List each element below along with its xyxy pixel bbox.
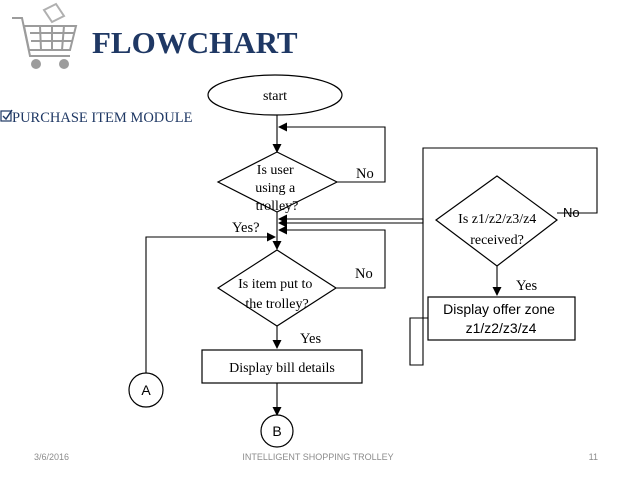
process-offer-line1: Display offer zone [443,301,555,317]
label-no-trolley: No [356,166,374,182]
decision-zone [434,175,559,267]
connector-b-label: B [272,423,281,439]
start-label: start [263,89,287,104]
label-yes-item: Yes [300,331,321,347]
checkbox-bullet-icon [0,109,13,122]
connector-a-label: A [141,382,151,398]
decision-item [216,249,338,327]
edge-trolley-no-loop [278,122,386,183]
footer-date: 3/6/2016 [34,452,69,462]
decision-item-text: Is item put to the trolley? [238,277,316,312]
label-no-zone: No [563,205,580,220]
decision-zone-line2: received? [470,233,524,248]
decision-item-line2: the trolley? [245,297,308,312]
edge-zone-no-loop [278,147,598,228]
label-no-item: No [355,266,373,282]
decision-trolley-text: Is user using a trolley? [255,163,299,214]
process-bill-label: Display bill details [229,361,335,376]
decision-trolley-line2: using a [255,181,296,196]
edge-connector-a-return [145,232,276,373]
shopping-cart-icon [12,2,78,69]
edge-item-no-loop [278,225,386,289]
footer-page-number: 11 [589,452,598,462]
decision-trolley-line1: Is user [257,163,294,178]
connector-b [260,414,294,448]
decision-trolley [216,151,339,213]
label-yes-zone: Yes [516,278,537,294]
process-offer-text: Display offer zone z1/z2/z3/z4 [443,301,559,336]
decision-item-line1: Is item put to [238,277,312,292]
module-label: PURCHASE ITEM MODULE [12,110,193,126]
process-bill [201,349,363,384]
edge-offer-return [278,214,428,366]
start-terminal [207,74,343,116]
decision-trolley-line3: trolley? [256,199,299,214]
label-yes-trolley: Yes? [232,220,260,236]
process-offer-line2: z1/z2/z3/z4 [466,320,537,336]
footer-title: INTELLIGENT SHOPPING TROLLEY [242,452,393,462]
process-offer [427,296,576,341]
connector-a [128,372,164,408]
decision-zone-line1: Is z1/z2/z3/z4 [458,212,536,227]
decision-zone-text: Is z1/z2/z3/z4 received? [458,212,540,248]
slide-title: FLOWCHART [92,25,298,60]
